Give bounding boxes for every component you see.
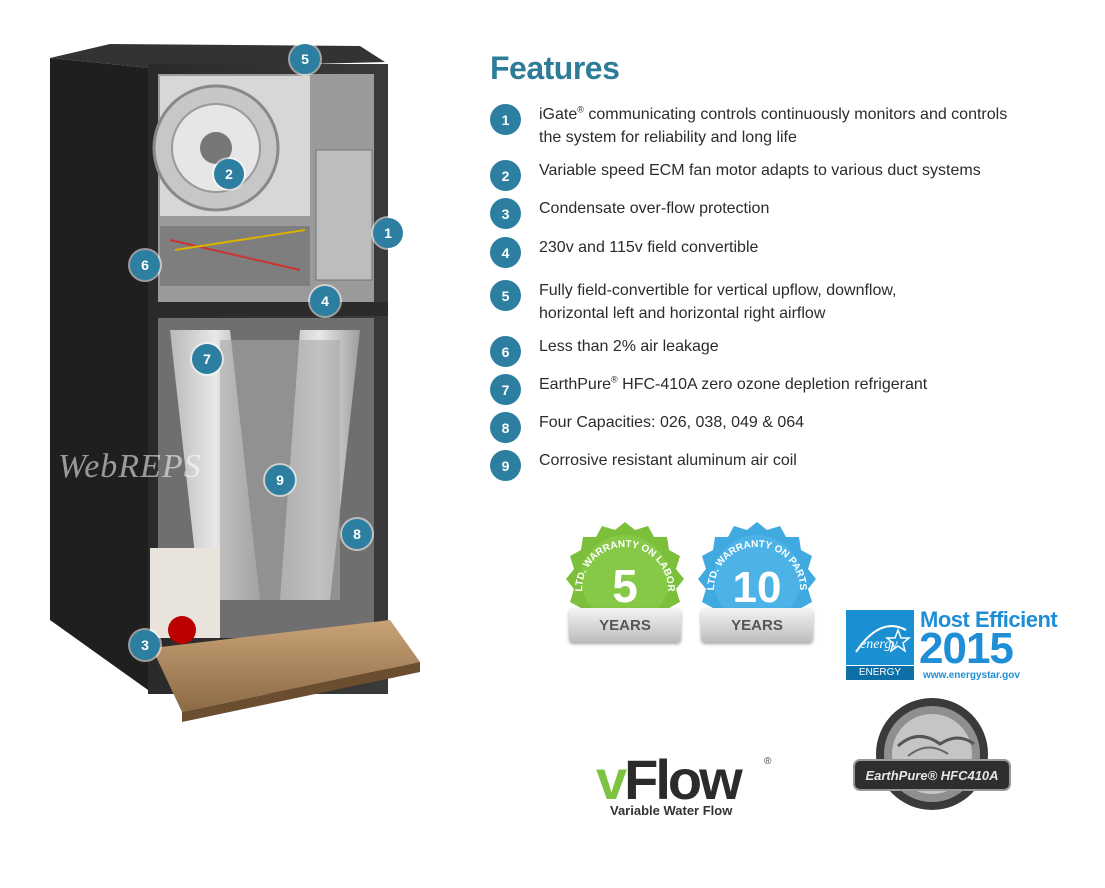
marker-2: 2 — [214, 159, 244, 189]
labor-years-label: YEARS — [569, 608, 681, 642]
feature-text: Condensate over-flow protection — [539, 200, 770, 217]
feature-number: 2 — [490, 160, 521, 191]
feature-item: 5 Fully field-convertible for vertical u… — [490, 279, 939, 325]
air-handler-illustration — [50, 44, 420, 722]
feature-text: 230v and 115v field convertible — [539, 239, 759, 256]
labor-years-number: 5 — [612, 560, 638, 612]
feature-item: 8 Four Capacities: 026, 038, 049 & 064 — [490, 411, 1009, 443]
earthpure-logo: EarthPure® HFC410A — [848, 694, 1016, 812]
air-handler-image: WebREPS 5 2 1 6 4 7 9 8 3 — [0, 0, 470, 883]
feature-text: iGate® communicating controls continuous… — [539, 104, 1008, 146]
marker-9: 9 — [265, 465, 295, 495]
feature-item: 6 Less than 2% air leakage — [490, 335, 1009, 367]
feature-number: 6 — [490, 336, 521, 367]
feature-number: 9 — [490, 450, 521, 481]
feature-number: 3 — [490, 198, 521, 229]
marker-3: 3 — [130, 630, 160, 660]
badge-seal-icon: LTD. WARRANTY ON PARTS 10 — [698, 522, 816, 636]
feature-text: Four Capacities: 026, 038, 049 & 064 — [539, 414, 805, 431]
feature-number: 8 — [490, 412, 521, 443]
svg-text:energy: energy — [860, 637, 898, 652]
feature-item: 7 EarthPure® HFC-410A zero ozone depleti… — [490, 373, 1009, 405]
feature-item: 2 Variable speed ECM fan motor adapts to… — [490, 159, 1009, 191]
marker-5: 5 — [290, 44, 320, 74]
vflow-registered-mark: ® — [764, 756, 772, 767]
energy-star-label: ENERGY STAR — [846, 665, 914, 692]
feature-text: Fully field-convertible for vertical upf… — [539, 282, 897, 322]
energy-star-logo: energy ENERGY STAR — [846, 610, 914, 692]
energy-star-url: www.energystar.gov — [923, 670, 1020, 681]
parts-years-number: 10 — [733, 563, 782, 612]
marker-4: 4 — [310, 286, 340, 316]
badge-seal-icon: LTD. WARRANTY ON LABOR 5 — [566, 522, 684, 636]
vflow-v: v — [596, 748, 627, 811]
marker-1: 1 — [373, 218, 403, 248]
marker-8: 8 — [342, 519, 372, 549]
most-efficient-year: 2015 — [919, 624, 1014, 673]
labor-warranty-badge: LTD. WARRANTY ON LABOR 5 YEARS — [560, 520, 690, 650]
feature-text: Less than 2% air leakage — [539, 338, 719, 355]
marker-7: 7 — [192, 344, 222, 374]
feature-item: 1 iGate® communicating controls continuo… — [490, 103, 1009, 149]
feature-number: 1 — [490, 104, 521, 135]
earthpure-text: EarthPure® HFC410A — [865, 768, 998, 783]
watermark: WebREPS — [58, 448, 202, 485]
feature-text: Variable speed ECM fan motor adapts to v… — [539, 162, 981, 179]
feature-number: 4 — [490, 237, 521, 268]
feature-text: EarthPure® HFC-410A zero ozone depletion… — [539, 374, 928, 393]
parts-warranty-badge: LTD. WARRANTY ON PARTS 10 YEARS — [692, 520, 822, 650]
features-title: Features — [490, 50, 620, 86]
feature-number: 5 — [490, 280, 521, 311]
vflow-rest: Flow — [624, 748, 743, 811]
feature-item: 3 Condensate over-flow protection — [490, 197, 1009, 229]
marker-6: 6 — [130, 250, 160, 280]
vflow-subtitle: Variable Water Flow — [610, 803, 733, 818]
earthpure-seal-icon: EarthPure® HFC410A — [853, 698, 1011, 810]
vflow-logo: vFlow — [596, 752, 743, 808]
parts-years-label: YEARS — [701, 608, 813, 642]
feature-item: 9 Corrosive resistant aluminum air coil — [490, 449, 1009, 481]
most-efficient-headline: Most Efficient — [920, 607, 1058, 632]
energy-star-icon: energy — [855, 625, 912, 653]
feature-item: 4 230v and 115v field convertible — [490, 236, 1009, 268]
feature-text: Corrosive resistant aluminum air coil — [539, 452, 797, 469]
feature-number: 7 — [490, 374, 521, 405]
